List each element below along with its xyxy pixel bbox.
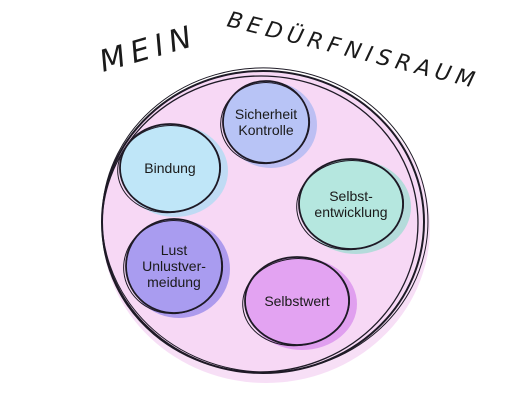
need-label-selbstwert: Selbstwert [264,293,329,309]
bubble-outline [222,80,310,164]
bubble-fill [299,159,403,249]
bubble-outline-sketch [296,159,405,251]
need-bubble: Selbst-entwicklung [296,158,411,254]
room-outline-sketch-2 [101,67,429,373]
bubble-fill [120,124,220,212]
need-bubble: Selbstwert [242,256,357,350]
need-label-line: entwicklung [314,204,387,220]
bubble-outline [244,256,350,346]
need-label-line: Unlustver- [142,258,206,274]
bubble-outline-sketch [220,82,311,165]
bubble-outline [119,123,221,213]
need-label-line: Selbstwert [264,293,329,309]
need-label-line: Bindung [144,160,195,176]
bubble-outline-sketch [123,220,224,315]
bubble-fill [223,81,309,163]
bubble-fill [126,219,222,313]
title-word-mein: MEIN [96,18,202,79]
need-label-selbstentwicklung: Selbst-entwicklung [314,188,387,220]
bubble-outline-sketch [242,257,351,347]
need-label-line: Lust [161,242,188,258]
bubble-fill [245,257,349,345]
bubble-outline [298,158,404,250]
bubble-outline-sketch [117,125,222,214]
bubble-outline [125,218,223,314]
need-label-line: Selbst- [329,188,373,204]
need-label-line: Kontrolle [238,122,293,138]
need-label-line: Sicherheit [235,106,297,122]
need-label-bindung: Bindung [144,160,195,176]
need-bubble: Bindung [117,123,228,217]
need-label-line: meidung [147,274,201,290]
